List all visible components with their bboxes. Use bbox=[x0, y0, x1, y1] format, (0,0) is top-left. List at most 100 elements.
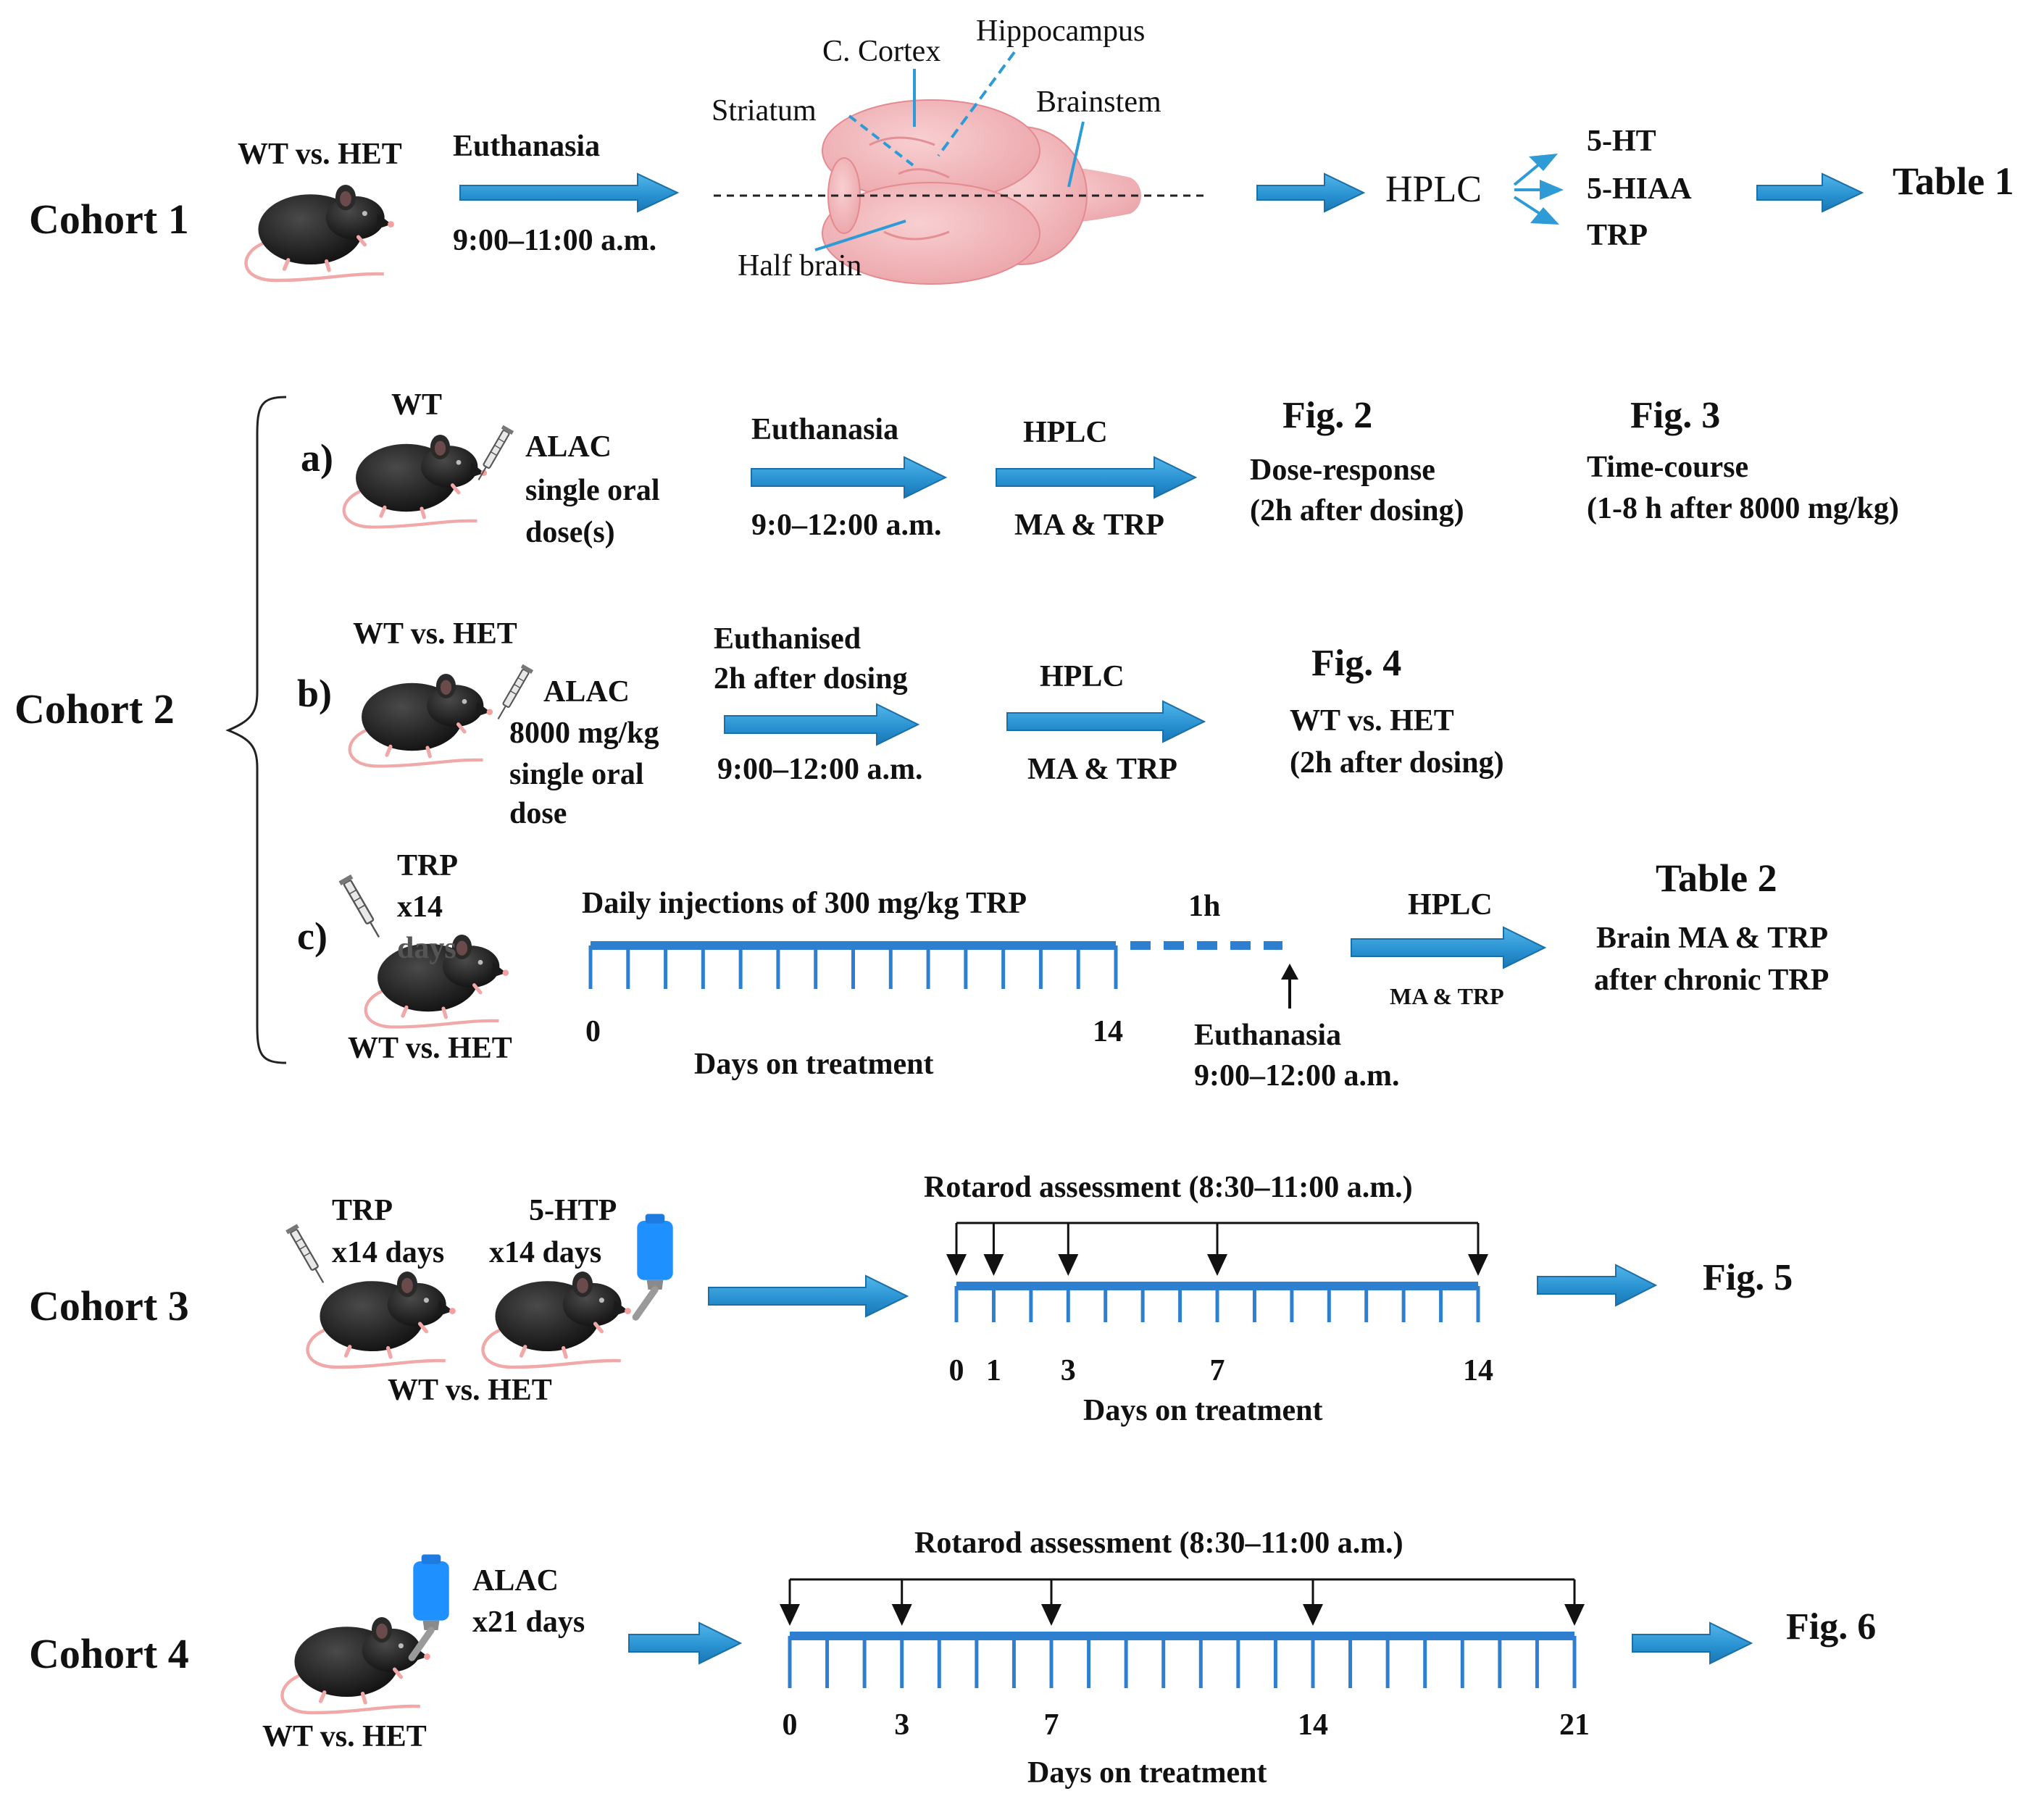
right-arrow-icon bbox=[1006, 700, 1206, 743]
right-arrow-icon bbox=[724, 703, 920, 746]
row-b-treatment-3: single oral bbox=[509, 758, 644, 791]
cohort-2: Cohort 2 a) WT ALAC single oral dose(s) … bbox=[14, 388, 1899, 1093]
right-arrow-icon bbox=[628, 1621, 743, 1665]
row-c-axis-label: Days on treatment bbox=[694, 1048, 934, 1081]
down-arrow-icon bbox=[780, 1604, 800, 1626]
row-a-step1-top: Euthanasia bbox=[751, 413, 898, 446]
brain-region-half: Half brain bbox=[738, 249, 862, 283]
cohort-2-label: Cohort 2 bbox=[14, 685, 175, 732]
right-arrow-icon bbox=[996, 456, 1198, 499]
mouse-icon bbox=[246, 185, 394, 280]
fan-arrows-icon bbox=[1513, 154, 1564, 225]
right-arrow-icon bbox=[1351, 926, 1547, 969]
row-a-step2-top: HPLC bbox=[1023, 416, 1108, 449]
row-b-treatment-2: 8000 mg/kg bbox=[509, 717, 659, 750]
row-c-group: WT vs. HET bbox=[348, 1032, 512, 1065]
down-arrow-icon bbox=[1207, 1254, 1227, 1276]
right-arrow-icon bbox=[1756, 172, 1864, 213]
right-arrow-icon bbox=[1256, 172, 1366, 213]
brain-region-cortex: C. Cortex bbox=[822, 35, 940, 68]
analyte-trp: TRP bbox=[1587, 219, 1648, 252]
cohort-1-step-label: Euthanasia bbox=[453, 130, 600, 163]
row-b-step1-top2: 2h after dosing bbox=[714, 662, 908, 696]
brain-region-striatum: Striatum bbox=[712, 94, 817, 128]
row-a-treatment-1: ALAC bbox=[525, 430, 612, 464]
brain-region-brainstem: Brainstem bbox=[1036, 85, 1161, 119]
cohort-3-trp-2: x14 days bbox=[332, 1236, 444, 1269]
cohort-3-timeline-title: Rotarod assessment (8:30–11:00 a.m.) bbox=[924, 1171, 1413, 1204]
right-arrow-icon bbox=[1632, 1621, 1753, 1665]
up-arrow-icon bbox=[1281, 964, 1298, 980]
cohort-1-groups: WT vs. HET bbox=[238, 138, 402, 171]
row-c-treatment-2: x14 bbox=[397, 890, 443, 924]
day-label: 21 bbox=[1559, 1708, 1590, 1742]
analyte-5ht: 5-HT bbox=[1587, 125, 1656, 158]
cohort-1-label: Cohort 1 bbox=[29, 196, 189, 243]
down-arrow-icon bbox=[1564, 1604, 1585, 1626]
cohort-4-timeline-title: Rotarod assessment (8:30–11:00 a.m.) bbox=[914, 1527, 1403, 1560]
cohort-4-treatment-2: x21 days bbox=[472, 1606, 585, 1639]
water-bottle-icon bbox=[635, 1214, 672, 1318]
row-b-step1-bottom: 9:00–12:00 a.m. bbox=[717, 753, 922, 786]
row-a-letter: a) bbox=[301, 436, 333, 480]
mouse-icon bbox=[283, 1617, 430, 1713]
right-arrow-icon bbox=[459, 172, 680, 213]
syringe-icon bbox=[338, 873, 386, 942]
row-a-fig3-line2: (1-8 h after 8000 mg/kg) bbox=[1587, 492, 1899, 525]
row-a-fig3-line1: Time-course bbox=[1587, 451, 1748, 484]
right-arrow-icon bbox=[1537, 1264, 1658, 1307]
brace-icon bbox=[225, 396, 287, 1064]
row-a-group: WT bbox=[391, 388, 442, 422]
row-c-treatment-1: TRP bbox=[397, 849, 458, 882]
cohort-1-time-label: 9:00–11:00 a.m. bbox=[453, 224, 656, 257]
down-arrow-icon bbox=[1058, 1254, 1079, 1276]
day-label: 3 bbox=[1061, 1354, 1076, 1387]
cohort-4: Cohort 4 ALAC x21 days WT vs. HET Rotaro… bbox=[29, 1527, 1876, 1790]
cohort-4-label: Cohort 4 bbox=[29, 1630, 189, 1677]
cohort-1-analysis: HPLC bbox=[1385, 169, 1482, 210]
down-arrow-icon bbox=[1041, 1604, 1061, 1626]
day-label: 14 bbox=[1463, 1354, 1493, 1387]
cohort-3-axis-label: Days on treatment bbox=[1083, 1394, 1323, 1427]
cohort-3-htp-1: 5-HTP bbox=[529, 1194, 617, 1227]
row-c-result-line1: Brain MA & TRP bbox=[1596, 922, 1828, 955]
timeline-injections bbox=[588, 941, 1282, 989]
row-a-treatment-2: single oral bbox=[525, 474, 660, 507]
cohort-3-label: Cohort 3 bbox=[29, 1282, 189, 1329]
brain-region-hippocampus: Hippocampus bbox=[976, 14, 1145, 48]
cohort-2b: b) WT vs. HET ALAC 8000 mg/kg single ora… bbox=[297, 617, 1504, 830]
row-b-treatment-1: ALAC bbox=[543, 675, 630, 709]
cohort-4-result: Fig. 6 bbox=[1786, 1606, 1876, 1648]
row-b-step1-top1: Euthanised bbox=[714, 622, 861, 656]
cohort-2a: a) WT ALAC single oral dose(s) Euthanasi… bbox=[301, 388, 1899, 549]
mouse-icon bbox=[483, 1272, 631, 1367]
day-label: 7 bbox=[1210, 1354, 1225, 1387]
row-b-step2-bottom: MA & TRP bbox=[1027, 753, 1177, 786]
row-c-euth-line2: 9:00–12:00 a.m. bbox=[1194, 1059, 1399, 1093]
down-arrow-icon bbox=[1303, 1604, 1323, 1626]
row-c-step-bottom: MA & TRP bbox=[1390, 983, 1504, 1009]
cohort-3-trp-1: TRP bbox=[332, 1194, 393, 1227]
down-arrow-icon bbox=[1468, 1254, 1488, 1276]
row-c-tick-start: 0 bbox=[585, 1015, 601, 1048]
syringe-icon bbox=[492, 663, 535, 723]
analyte-5hiaa: 5-HIAA bbox=[1587, 172, 1692, 206]
row-b-fig-line2: (2h after dosing) bbox=[1290, 746, 1504, 780]
day-label: 0 bbox=[783, 1708, 798, 1742]
row-a-fig2-title: Fig. 2 bbox=[1282, 395, 1372, 436]
cohort-3: Cohort 3 TRP x14 days 5-HTP x14 days WT … bbox=[29, 1171, 1793, 1427]
day-label: 3 bbox=[894, 1708, 909, 1742]
row-a-fig2-line1: Dose-response bbox=[1250, 454, 1435, 487]
brain-icon bbox=[822, 99, 1141, 285]
row-a-step2-bottom: MA & TRP bbox=[1014, 509, 1164, 542]
row-b-fig-line1: WT vs. HET bbox=[1290, 704, 1454, 738]
row-b-fig-title: Fig. 4 bbox=[1311, 643, 1401, 684]
cohort-3-group: WT vs. HET bbox=[388, 1374, 552, 1407]
down-arrow-icon bbox=[983, 1254, 1004, 1276]
row-c-euth-line1: Euthanasia bbox=[1194, 1019, 1341, 1052]
row-b-group: WT vs. HET bbox=[353, 617, 517, 651]
cohort-3-result: Fig. 5 bbox=[1703, 1257, 1793, 1298]
